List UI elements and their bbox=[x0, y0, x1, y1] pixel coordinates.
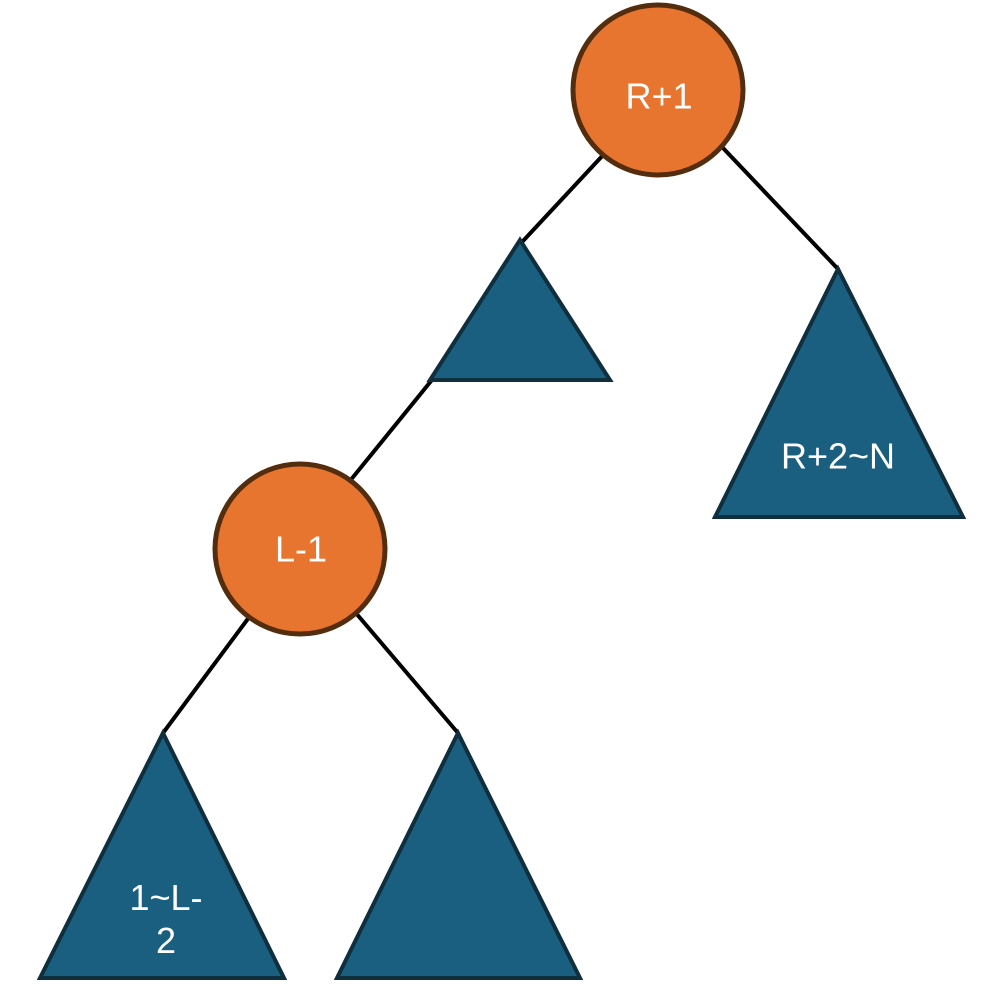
edge-root-to-left-inner-subtree bbox=[521, 151, 607, 243]
edge-left-node-to-left-right-subtree bbox=[353, 610, 460, 735]
left-right-subtree-triangle bbox=[333, 728, 584, 980]
left-node-circle bbox=[212, 461, 388, 637]
far-left-subtree-triangle bbox=[36, 728, 288, 980]
right-subtree-triangle bbox=[711, 264, 967, 519]
edge-left-node-to-far-left-subtree bbox=[161, 614, 252, 735]
root-node-circle bbox=[570, 2, 746, 178]
edge-group bbox=[161, 146, 840, 735]
edge-root-to-right-subtree bbox=[721, 146, 840, 271]
left-inner-subtree-triangle bbox=[426, 236, 614, 382]
edge-left-inner-subtree-to-left-node bbox=[343, 368, 442, 489]
